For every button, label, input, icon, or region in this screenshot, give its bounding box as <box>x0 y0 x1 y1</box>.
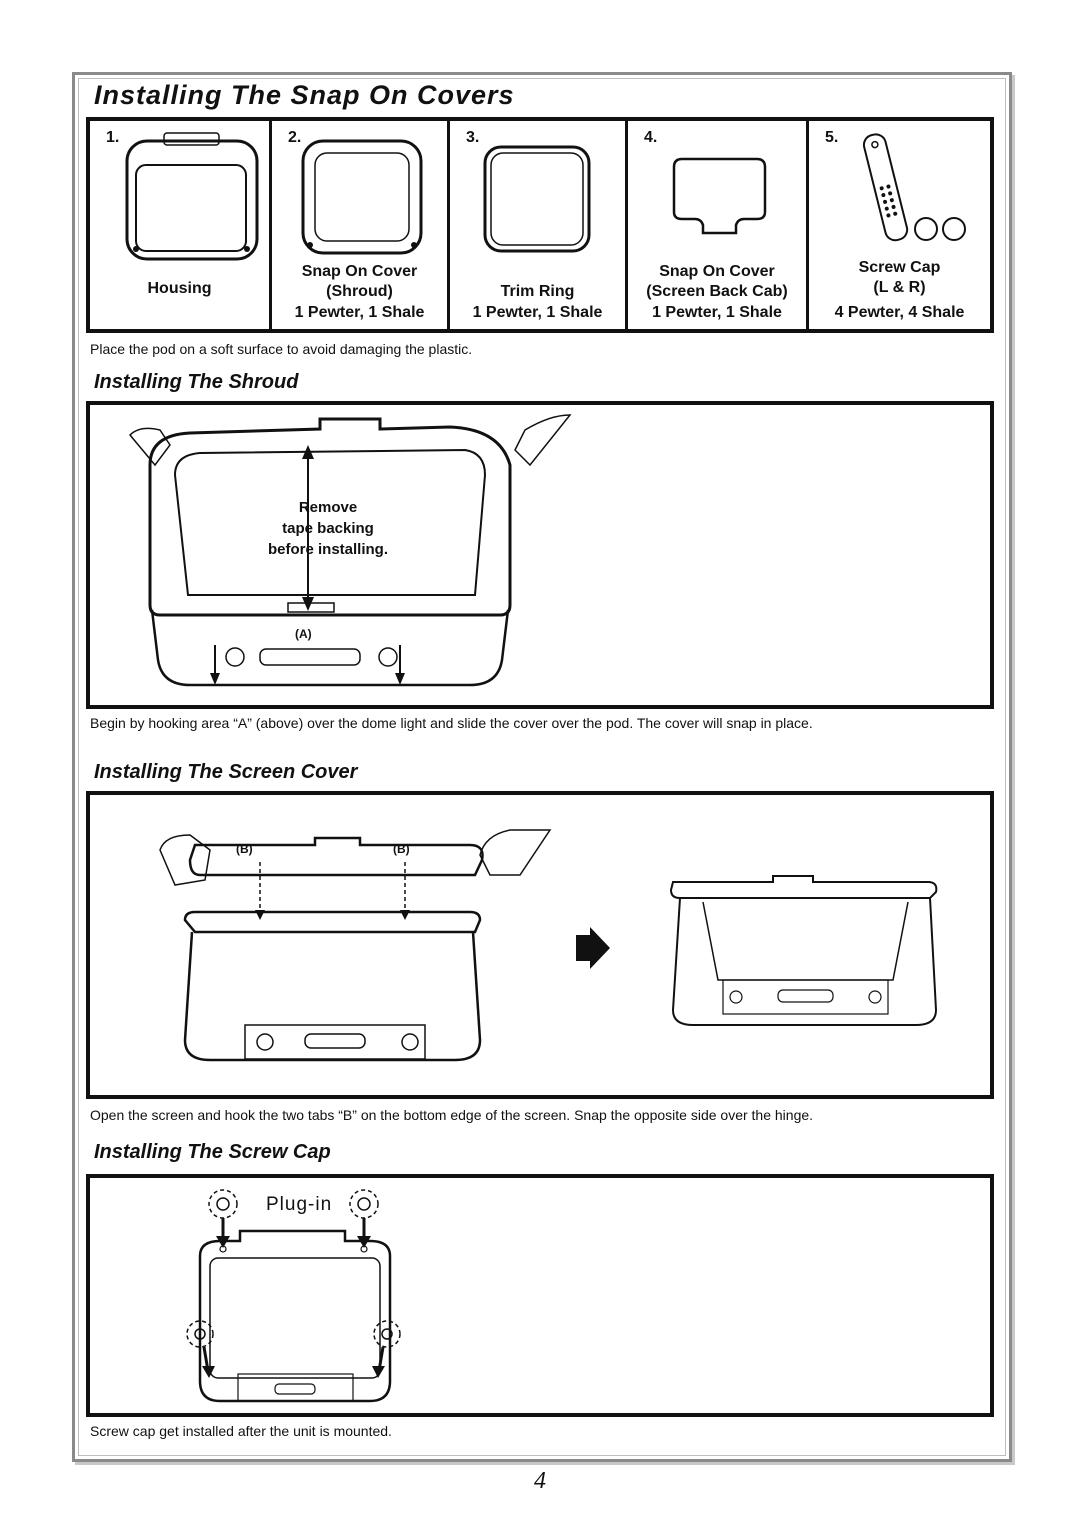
parts-table: 1. Housing 2. Snap On Cover (Shroud) 1 P… <box>86 117 994 333</box>
tape-callout-2: tape backing <box>282 520 374 537</box>
part-label: 1 Pewter, 1 Shale <box>652 304 782 321</box>
shroud-figure: Remove tape backing before installing. (… <box>86 401 994 709</box>
shroud-drawing <box>301 139 423 255</box>
screen-cover-figure: (B) (B) <box>86 791 994 1099</box>
part-number: 1. <box>106 129 120 146</box>
part-cell-1: 1. Housing <box>90 121 272 329</box>
page-number: 4 <box>534 1468 546 1494</box>
page-title: Installing The Snap On Covers <box>94 80 515 110</box>
shroud-heading: Installing The Shroud <box>94 371 299 393</box>
part-label: Snap On Cover <box>659 263 775 280</box>
part-cell-4: 4. Snap On Cover (Screen Back Cab) 1 Pew… <box>628 121 809 329</box>
trim-ring-drawing <box>483 145 591 253</box>
part-number: 5. <box>825 129 839 146</box>
housing-drawing <box>125 132 259 261</box>
part-label: (Shroud) <box>326 283 393 300</box>
screw-cap-drawing <box>862 133 966 242</box>
part-label: (L & R) <box>873 279 926 296</box>
part-label: (Screen Back Cab) <box>646 283 788 300</box>
part-label: Trim Ring <box>500 283 575 300</box>
screw-cap-heading: Installing The Screw Cap <box>94 1141 331 1163</box>
screen-cover-before-illustration <box>159 829 552 1062</box>
area-a-label: (A) <box>295 627 312 641</box>
part-cell-5: 5. Screw Cap (L & R) 4 Pewter, 4 Shale <box>809 121 990 329</box>
part-label: 1 Pewter, 1 Shale <box>294 304 425 321</box>
parts-note: Place the pod on a soft surface to avoid… <box>90 341 473 357</box>
tape-callout-3: before installing. <box>267 541 388 558</box>
screen-cover-heading: Installing The Screen Cover <box>94 761 358 783</box>
screw-cap-note: Screw cap get installed after the unit i… <box>90 1423 392 1439</box>
part-label: Screw Cap <box>858 259 941 276</box>
screen-cover-after-illustration <box>669 875 938 1026</box>
shroud-illustration <box>128 414 572 687</box>
part-label: Housing <box>147 280 212 297</box>
part-label: 4 Pewter, 4 Shale <box>834 304 965 321</box>
part-label: Snap On Cover <box>301 263 418 280</box>
plug-in-label: Plug-in <box>266 1194 333 1215</box>
tab-b-right-label: (B) <box>393 842 410 856</box>
part-cell-2: 2. Snap On Cover (Shroud) 1 Pewter, 1 Sh… <box>272 121 450 329</box>
shroud-note: Begin by hooking area “A” (above) over t… <box>90 715 813 731</box>
screw-cap-illustration <box>186 1189 401 1403</box>
screen-back-cab-drawing <box>672 157 767 235</box>
part-number: 3. <box>466 129 480 146</box>
part-label: 1 Pewter, 1 Shale <box>472 304 603 321</box>
part-number: 4. <box>644 129 658 146</box>
screw-cap-figure: Plug-in <box>86 1174 994 1417</box>
tab-b-left-label: (B) <box>236 842 253 856</box>
arrow-right-icon <box>576 927 610 969</box>
screen-cover-note: Open the screen and hook the two tabs “B… <box>90 1107 814 1123</box>
part-number: 2. <box>288 129 302 146</box>
part-cell-3: 3. Trim Ring 1 Pewter, 1 Shale <box>450 121 628 329</box>
tape-callout-1: Remove <box>298 499 358 516</box>
